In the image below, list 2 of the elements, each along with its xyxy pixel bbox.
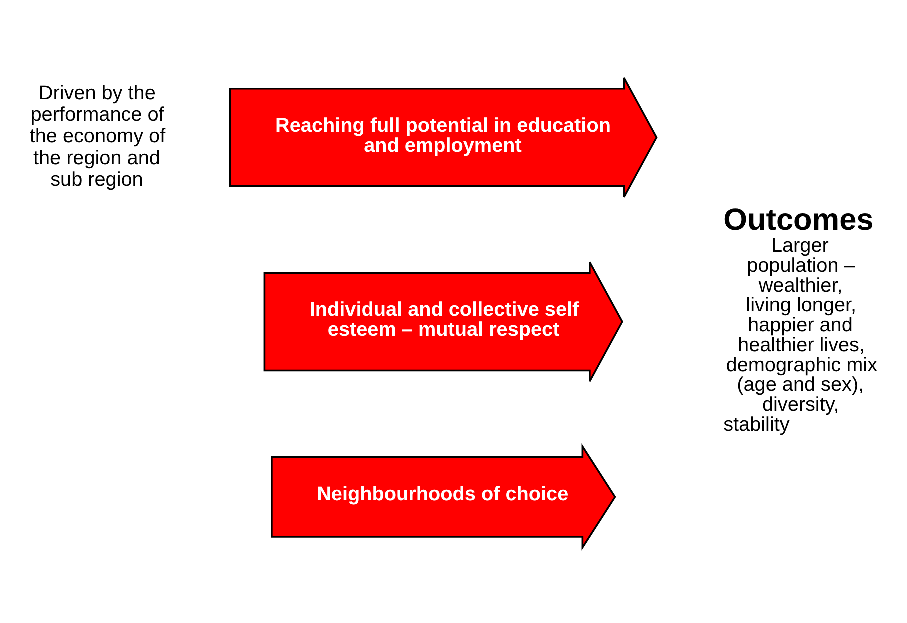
node-text: Outcomes Larger population – wealthier, living longer, happier and healthier lives, demographic mix (age and sex), diversity, stability	[724, 201, 878, 436]
node-text: Driven by the performance of the economy of the region and sub region	[30, 82, 166, 191]
